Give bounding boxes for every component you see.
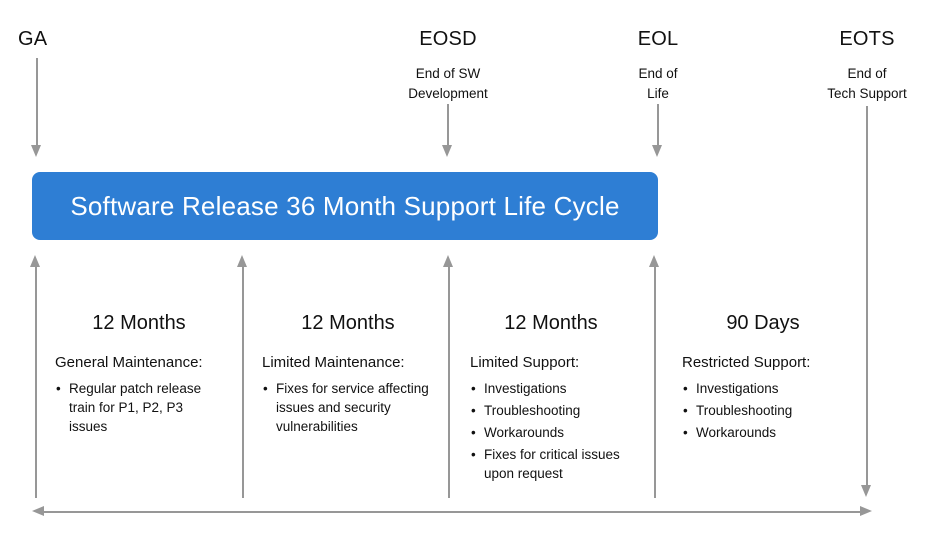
banner-title: Software Release 36 Month Support Life C… — [70, 190, 620, 221]
eots-down-arrow-head-icon — [861, 485, 871, 497]
phase3-up-arrow-line — [448, 266, 450, 498]
phase3-category: Limited Support: — [470, 354, 580, 371]
timeline-line — [43, 511, 861, 513]
milestone-eosd-abbr: EOSD — [419, 28, 477, 50]
phase-restricted-support: 90 Days Restricted Support: Investigatio… — [682, 312, 844, 446]
phase3-item-list: Investigations Troubleshooting Workaroun… — [470, 380, 632, 483]
milestone-eosd: EOSD End of SW Development — [368, 28, 528, 105]
eol-down-arrow-line — [657, 104, 659, 146]
milestone-eots-sub-line1: End of — [847, 66, 887, 81]
list-item: Troubleshooting — [470, 402, 632, 421]
milestone-ga: GA — [18, 28, 47, 51]
phase4-up-arrow-head-icon — [649, 255, 659, 267]
milestone-eosd-sub: End of SW Development — [368, 64, 528, 105]
milestone-eol-abbr: EOL — [637, 28, 679, 50]
phase4-item-list: Investigations Troubleshooting Workaroun… — [682, 380, 844, 443]
phase2-up-arrow-head-icon — [237, 255, 247, 267]
milestone-eol-sub-line1: End of — [638, 66, 678, 81]
phase1-up-arrow-head-icon — [30, 255, 40, 267]
list-item: Workarounds — [682, 424, 844, 443]
phase1-up-arrow-line — [35, 266, 37, 498]
phase2-duration: 12 Months — [301, 312, 395, 334]
list-item: Investigations — [682, 380, 844, 399]
milestone-ga-abbr: GA — [18, 28, 48, 50]
milestone-eots-sub-line2: Tech Support — [827, 86, 907, 102]
phase1-duration: 12 Months — [92, 312, 186, 334]
phase2-item-list: Fixes for service affecting issues and s… — [262, 380, 434, 437]
milestone-eosd-sub-line2: Development — [408, 86, 488, 102]
timeline-left-arrow-head-icon — [32, 506, 44, 516]
list-item: Troubleshooting — [682, 402, 844, 421]
list-item: Fixes for critical issues upon request — [470, 446, 632, 484]
timeline-right-arrow-head-icon — [860, 506, 872, 516]
phase-limited-maintenance: 12 Months Limited Maintenance: Fixes for… — [262, 312, 434, 440]
milestone-eots-sub: End of Tech Support — [788, 64, 932, 105]
milestone-eosd-sub-line1: End of SW — [415, 66, 481, 81]
phase-general-maintenance: 12 Months General Maintenance: Regular p… — [55, 312, 223, 440]
eosd-down-arrow-line — [447, 104, 449, 146]
phase1-category: General Maintenance: — [55, 354, 203, 371]
milestone-eol-sub: End of Life — [578, 64, 738, 105]
phase3-up-arrow-head-icon — [443, 255, 453, 267]
list-item: Fixes for service affecting issues and s… — [262, 380, 434, 437]
milestone-eots-abbr: EOTS — [839, 28, 895, 50]
phase4-up-arrow-line — [654, 266, 656, 498]
eol-down-arrow-head-icon — [652, 145, 662, 157]
phase4-category: Restricted Support: — [682, 354, 811, 371]
phase3-duration: 12 Months — [504, 312, 598, 334]
phase2-category: Limited Maintenance: — [262, 354, 405, 371]
phase2-up-arrow-line — [242, 266, 244, 498]
milestone-eots: EOTS End of Tech Support — [788, 28, 932, 105]
milestone-eol: EOL End of Life — [578, 28, 738, 105]
phase4-duration: 90 Days — [726, 312, 800, 334]
phase-limited-support: 12 Months Limited Support: Investigation… — [470, 312, 632, 486]
milestone-eol-sub-line2: Life — [647, 86, 669, 102]
lifecycle-banner: Software Release 36 Month Support Life C… — [32, 172, 658, 240]
phase1-item-list: Regular patch release train for P1, P2, … — [55, 380, 223, 437]
list-item: Investigations — [470, 380, 632, 399]
eosd-down-arrow-head-icon — [442, 145, 452, 157]
list-item: Workarounds — [470, 424, 632, 443]
ga-down-arrow-line — [36, 58, 38, 146]
list-item: Regular patch release train for P1, P2, … — [55, 380, 223, 437]
ga-down-arrow-head-icon — [31, 145, 41, 157]
eots-down-arrow-line — [866, 106, 868, 486]
